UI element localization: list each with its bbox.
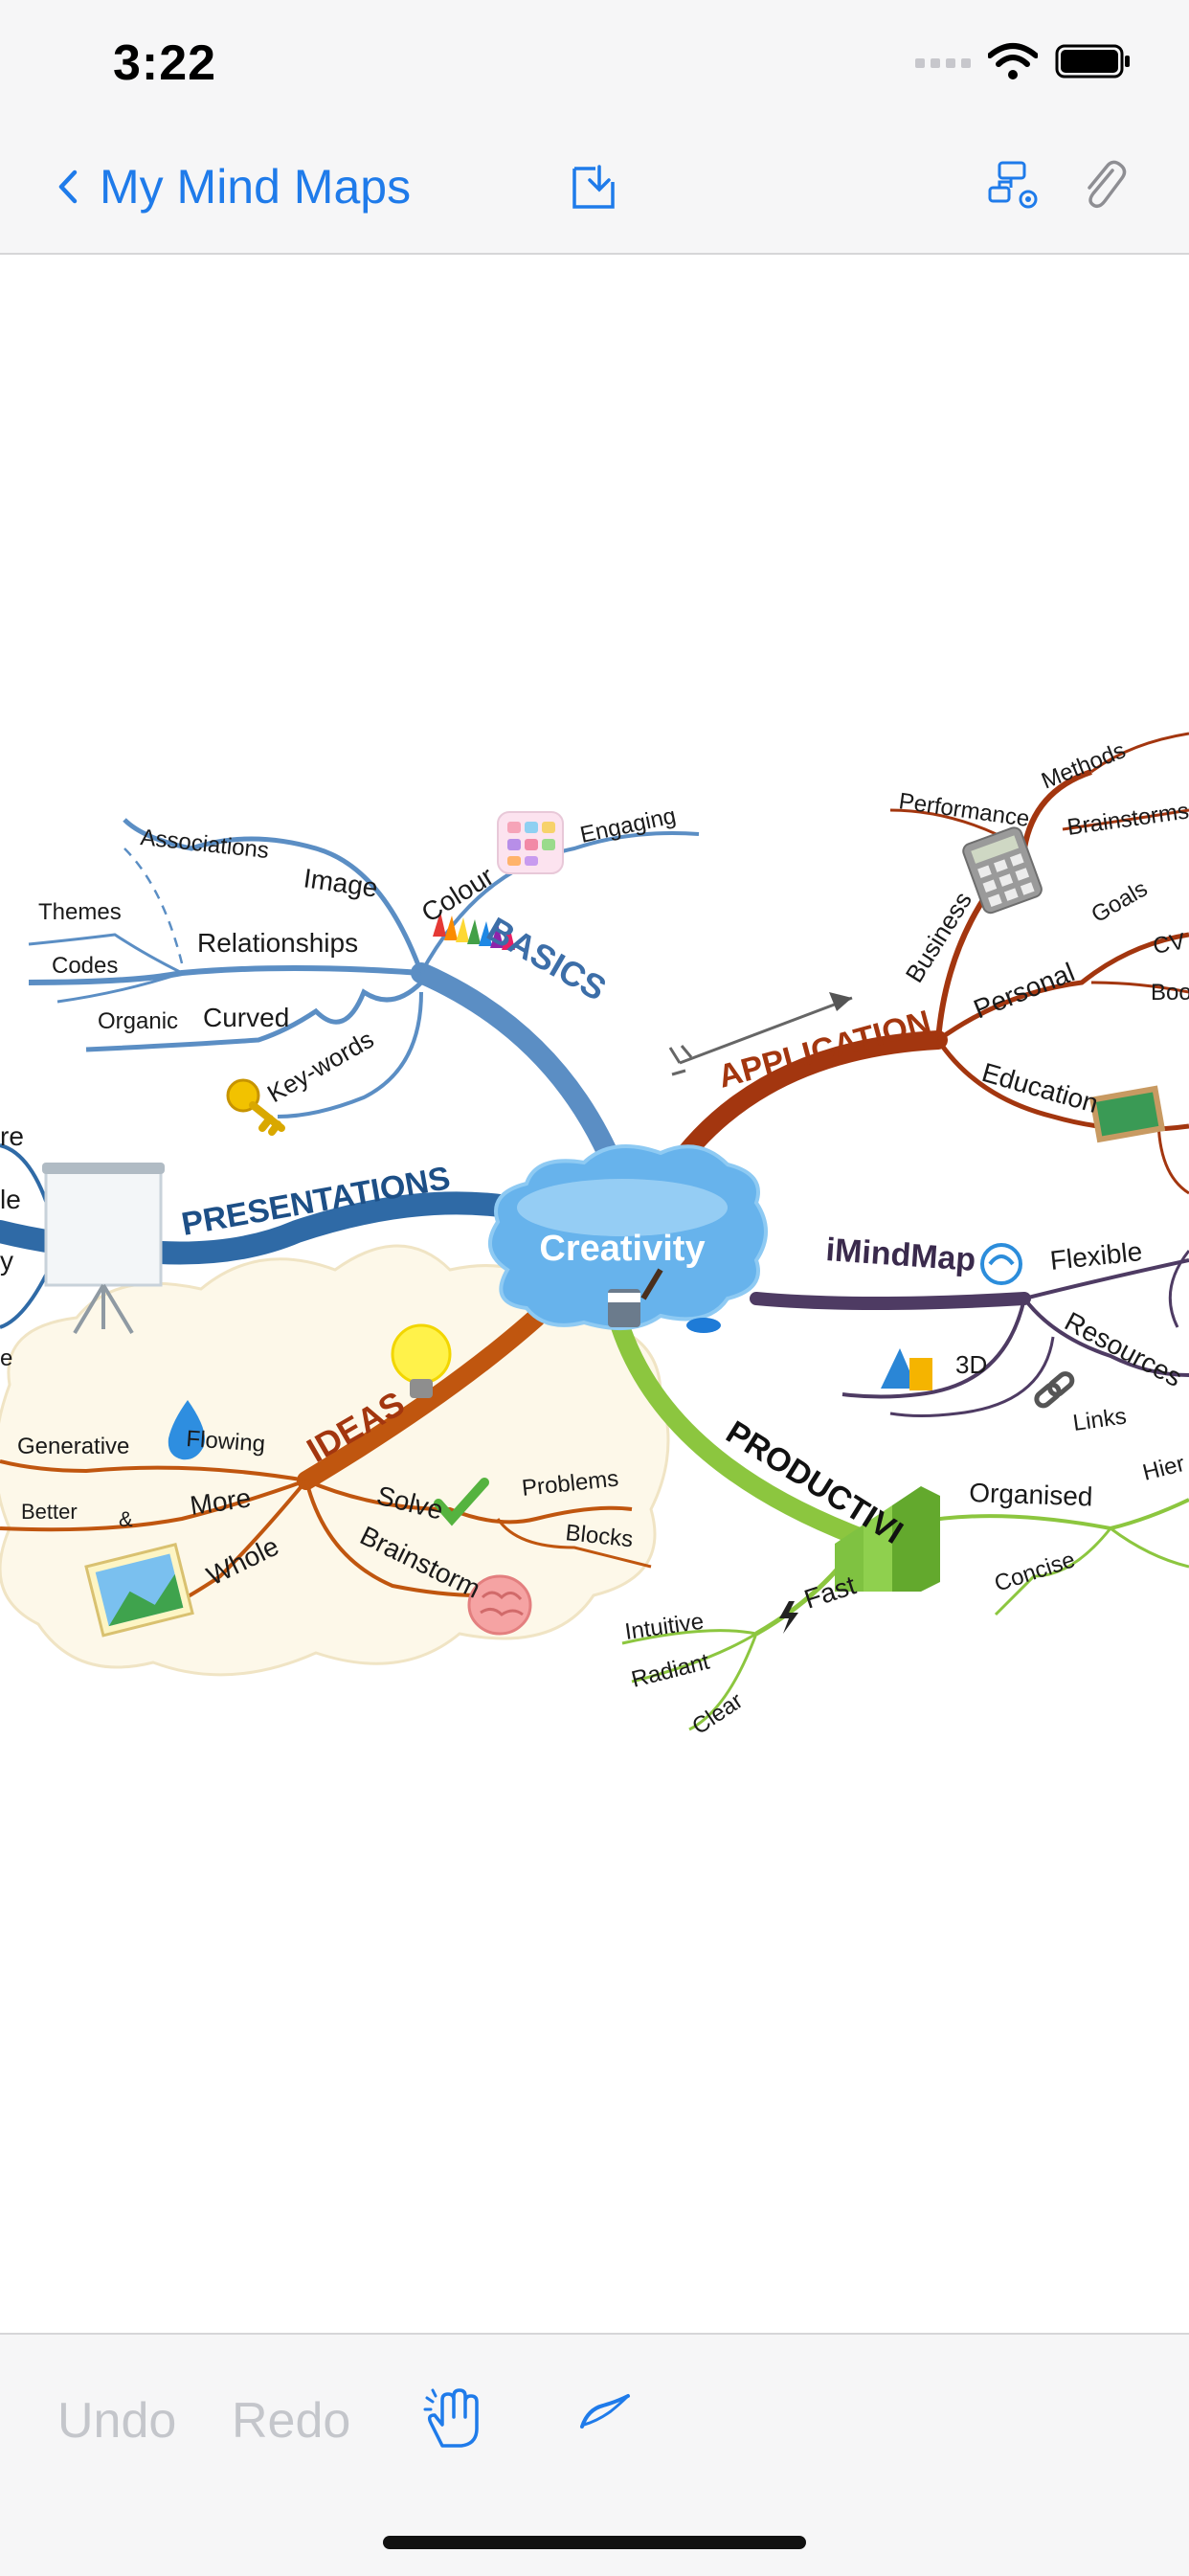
- label-engaging[interactable]: Engaging: [578, 802, 679, 848]
- pencils-icon: [433, 912, 515, 950]
- undo-button[interactable]: Undo: [57, 2393, 177, 2449]
- palette-icon: [497, 811, 564, 874]
- label-brainstorms[interactable]: Brainstorms: [1066, 798, 1189, 841]
- map-settings-icon[interactable]: [988, 159, 1042, 213]
- lightbulb-icon: [391, 1323, 452, 1398]
- label-methods[interactable]: Methods: [1038, 737, 1129, 795]
- label-partial-le[interactable]: le: [0, 1185, 21, 1214]
- brain-icon: [467, 1574, 532, 1636]
- label-radiant[interactable]: Radiant: [629, 1649, 712, 1693]
- label-resources[interactable]: Resources: [1060, 1306, 1187, 1392]
- back-button[interactable]: My Mind Maps: [57, 159, 411, 215]
- label-boo[interactable]: Boo: [1151, 980, 1189, 1006]
- signal-icon: [915, 58, 971, 68]
- label-image[interactable]: Image: [302, 863, 379, 903]
- gesture-hand-icon[interactable]: [423, 2388, 482, 2450]
- battery-icon: [1055, 44, 1130, 79]
- central-node[interactable]: Creativity: [488, 1143, 768, 1333]
- shapes-3d-icon: [881, 1348, 932, 1390]
- label-personal[interactable]: Personal: [970, 957, 1079, 1024]
- home-indicator: [383, 2536, 806, 2549]
- label-partial-y[interactable]: y: [0, 1246, 13, 1276]
- label-keywords[interactable]: Key-words: [262, 1025, 378, 1108]
- checkmark-icon: [434, 1478, 489, 1526]
- key-icon: [226, 1078, 285, 1136]
- status-time: 3:22: [113, 35, 217, 91]
- label-intuitive[interactable]: Intuitive: [623, 1609, 706, 1645]
- label-goals[interactable]: Goals: [1088, 875, 1153, 928]
- label-performance[interactable]: Performance: [897, 788, 1031, 832]
- label-flexible[interactable]: Flexible: [1048, 1236, 1143, 1276]
- redo-button[interactable]: Redo: [232, 2393, 351, 2449]
- label-links[interactable]: Links: [1071, 1403, 1128, 1436]
- calculator-icon: [962, 826, 1043, 915]
- bottom-toolbar: Undo Redo: [0, 2333, 1189, 2576]
- bar-chart-icon: [835, 1486, 940, 1592]
- label-3d[interactable]: 3D: [955, 1350, 987, 1379]
- label-education[interactable]: Education: [978, 1057, 1101, 1119]
- picture-icon: [84, 1542, 194, 1638]
- branch-basics[interactable]: BASICS: [481, 909, 613, 1008]
- export-icon[interactable]: [571, 163, 617, 211]
- navigation-bar: My Mind Maps: [0, 126, 1189, 255]
- label-partial-re[interactable]: re: [0, 1121, 24, 1151]
- label-flowing[interactable]: Flowing: [186, 1426, 266, 1457]
- label-organised[interactable]: Organised: [969, 1478, 1093, 1511]
- projector-screen-icon: [42, 1163, 165, 1335]
- mind-map[interactable]: Creativity: [0, 255, 1189, 2333]
- chevron-left-icon: [58, 169, 78, 204]
- status-icons: [915, 42, 1132, 80]
- label-curved[interactable]: Curved: [203, 1003, 289, 1032]
- status-bar: 3:22: [0, 0, 1189, 126]
- back-label: My Mind Maps: [100, 160, 412, 214]
- label-clear[interactable]: Clear: [687, 1688, 748, 1740]
- label-partial-e[interactable]: e: [0, 1345, 12, 1371]
- paint-pot-icon: [608, 1268, 721, 1333]
- label-concise[interactable]: Concise: [992, 1547, 1079, 1596]
- chalkboard-icon: [1089, 1085, 1166, 1143]
- label-themes[interactable]: Themes: [38, 899, 122, 925]
- branch-imindmap[interactable]: iMindMap: [824, 1232, 976, 1278]
- lightning-icon: [779, 1601, 798, 1634]
- link-chain-icon: [1034, 1371, 1075, 1409]
- label-generative[interactable]: Generative: [17, 1434, 129, 1459]
- label-ampersand[interactable]: &: [119, 1507, 133, 1531]
- label-cv[interactable]: CV: [1151, 929, 1187, 960]
- branch-draw-icon[interactable]: [578, 2392, 632, 2430]
- attachment-icon[interactable]: [1080, 159, 1128, 213]
- water-drop-icon: [168, 1400, 205, 1460]
- mind-map-canvas[interactable]: Creativity: [0, 255, 1189, 2333]
- central-label: Creativity: [539, 1229, 705, 1269]
- label-relationships[interactable]: Relationships: [197, 928, 358, 958]
- imindmap-logo-icon: [980, 1243, 1022, 1285]
- label-codes[interactable]: Codes: [52, 953, 118, 979]
- label-better[interactable]: Better: [21, 1500, 78, 1524]
- label-associations[interactable]: Associations: [139, 825, 270, 864]
- label-organic[interactable]: Organic: [98, 1008, 178, 1034]
- label-fast[interactable]: Fast: [800, 1570, 860, 1614]
- wifi-icon: [988, 43, 1038, 79]
- label-hier[interactable]: Hier: [1140, 1451, 1187, 1486]
